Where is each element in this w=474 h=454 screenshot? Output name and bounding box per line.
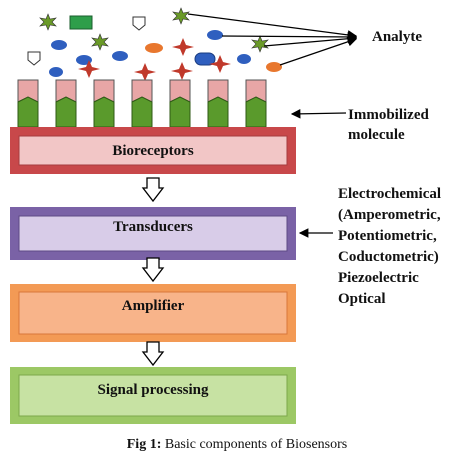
analyte-particles xyxy=(27,7,282,81)
immobilized-receptors xyxy=(17,79,267,128)
transducer-types-list: Electrochemical (Amperometric, Potentiom… xyxy=(338,186,441,307)
immobilized-label-line1: Immobilized xyxy=(348,107,429,123)
down-arrow-icon xyxy=(141,341,165,367)
amplifier-box-inner xyxy=(18,291,288,335)
bioreceptors-box-inner xyxy=(18,135,288,166)
transducers-box-inner xyxy=(18,215,288,252)
component-transducers: Transducers xyxy=(10,207,296,260)
star-particle xyxy=(91,33,109,51)
blue-oval-particle xyxy=(49,67,63,77)
green-rectangle-particle xyxy=(69,15,93,30)
star-particle xyxy=(39,13,57,31)
receptor-pillar xyxy=(93,79,115,128)
transducer-type-line: Electrochemical xyxy=(338,186,441,202)
analyte-label: Analyte xyxy=(372,29,422,45)
orange-oval-particle xyxy=(266,62,282,72)
analyte-pointer-lines xyxy=(187,13,358,66)
receptor-stem xyxy=(55,96,77,128)
amplifier-label: Amplifier xyxy=(122,298,185,314)
receptor-stem xyxy=(131,96,153,128)
transducer-type-line: Coductometric) xyxy=(338,249,439,265)
cross-particle xyxy=(78,60,100,78)
receptor-stem xyxy=(207,96,229,128)
orange-oval-particle xyxy=(145,43,163,53)
transducer-type-line: Potentiometric, xyxy=(338,228,437,244)
transducers-label: Transducers xyxy=(113,219,193,235)
receptor-pillar xyxy=(55,79,77,128)
bioreceptors-label: Bioreceptors xyxy=(112,143,194,159)
star-particle xyxy=(172,7,190,25)
transducer-type-line: (Amperometric, xyxy=(338,207,441,223)
star-particle xyxy=(251,35,269,53)
receptor-stem xyxy=(17,96,39,128)
component-bioreceptors: Bioreceptors xyxy=(10,127,296,174)
signal-processing-label: Signal processing xyxy=(98,382,209,398)
figure-caption: Fig 1: Basic components of Biosensors xyxy=(0,437,474,453)
signal-processing-box-inner xyxy=(18,374,288,417)
receptor-pillar xyxy=(131,79,153,128)
receptor-stem xyxy=(245,96,267,128)
receptor-stem xyxy=(93,96,115,128)
blue-oval-particle xyxy=(207,30,223,40)
receptor-stem xyxy=(169,96,191,128)
transducer-type-line: Optical xyxy=(338,291,386,307)
blue-oval-particle xyxy=(237,54,251,64)
receptor-pillar xyxy=(207,79,229,128)
blue-capsule-particle xyxy=(194,52,216,66)
figure-caption-text: Basic components of Biosensors xyxy=(161,437,348,452)
shield-particle xyxy=(27,51,41,66)
component-amplifier: Amplifier xyxy=(10,284,296,342)
cross-particle xyxy=(172,38,194,56)
immobilized-label-line2: molecule xyxy=(348,127,405,143)
blue-oval-particle xyxy=(51,40,67,50)
figure-caption-prefix: Fig 1: xyxy=(126,437,162,452)
receptor-pillar xyxy=(169,79,191,128)
blue-oval-particle xyxy=(112,51,128,61)
cross-particle xyxy=(171,62,193,80)
shield-particle xyxy=(132,16,146,31)
down-arrow-icon xyxy=(141,257,165,283)
cross-particle xyxy=(209,55,231,73)
down-arrow-icon xyxy=(141,177,165,203)
component-signal-processing: Signal processing xyxy=(10,367,296,424)
receptor-pillar xyxy=(17,79,39,128)
transducer-type-line: Piezoelectric xyxy=(338,270,419,286)
receptor-pillar xyxy=(245,79,267,128)
flow-arrows xyxy=(141,177,165,367)
immobilized-arrow xyxy=(290,109,347,119)
cross-particle xyxy=(134,63,156,81)
